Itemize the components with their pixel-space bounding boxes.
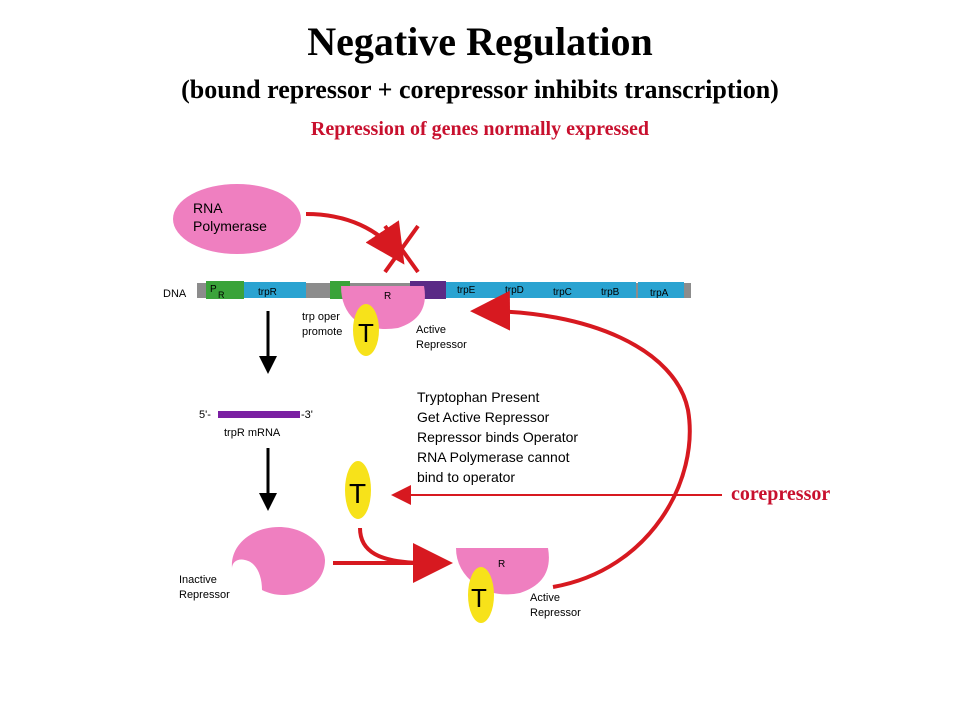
explanation-line-2: Get Active Repressor <box>417 409 550 425</box>
explanation-text: Tryptophan Present Get Active Repressor … <box>417 389 578 485</box>
rna-polymerase-label-1: RNA <box>193 200 223 216</box>
mrna-3-label: -3' <box>301 409 313 421</box>
gene-trpB-label: trpB <box>601 287 620 298</box>
dna-label: DNA <box>163 288 187 300</box>
bottom-tryptophan <box>468 567 494 623</box>
explanation-line-4: RNA Polymerase cannot <box>417 449 570 465</box>
bound-repressor-r-label: R <box>384 291 391 302</box>
gene-trpC-label: trpC <box>553 287 572 298</box>
operator-label-1: trp oper <box>302 311 340 323</box>
rna-polymerase-label-2: Polymerase <box>193 218 267 234</box>
gene-trpD-label: trpD <box>505 285 524 296</box>
gene-trpC <box>542 282 590 298</box>
gene-trpR <box>244 282 306 298</box>
page-subtitle: (bound repressor + corepressor inhibits … <box>181 75 779 104</box>
bottom-tryptophan-t-label: T <box>471 583 487 613</box>
repressor-return-arrow <box>470 290 692 589</box>
explanation-line-1: Tryptophan Present <box>417 389 540 405</box>
gene-trpR-label: trpR <box>258 287 277 298</box>
rna-polymerase: RNA Polymerase <box>173 184 301 254</box>
bound-tryptophan-t-label: T <box>358 318 374 348</box>
blocked-x-icon <box>383 224 420 274</box>
explanation-line-3: Repressor binds Operator <box>417 429 578 445</box>
free-tryptophan: T <box>345 461 371 519</box>
inactive-repressor-label-1: Inactive <box>179 574 217 586</box>
polymerase-binding-arrow <box>305 212 405 265</box>
promoter-r-label: R <box>218 290 225 300</box>
corepressor-label: corepressor <box>731 483 831 505</box>
tryptophan-binding-arrow <box>358 527 421 565</box>
bound-tryptophan <box>353 304 379 356</box>
bottom-active-repressor: R T Active Repressor <box>456 548 581 623</box>
gene-trpB <box>590 282 636 298</box>
tagline: Repression of genes normally expressed <box>310 118 650 140</box>
active-repressor-label-2: Repressor <box>416 339 467 351</box>
gene-trpA <box>638 282 684 298</box>
promoter-p-label: P <box>210 284 217 295</box>
bottom-active-label-1: Active <box>530 592 560 604</box>
bottom-active-label-2: Repressor <box>530 607 581 619</box>
dna-strand: DNA P R trpR trpE trpD trpC trpB trpA <box>163 281 691 300</box>
bound-repressor: R T <box>341 286 425 356</box>
promoter-pr <box>206 281 244 299</box>
explanation-line-5: bind to operator <box>417 469 515 485</box>
inactive-repressor-label-2: Repressor <box>179 589 230 601</box>
mrna-5-label: 5'- <box>199 409 211 421</box>
gene-trpA-label: trpA <box>650 288 669 299</box>
free-tryptophan-t-label: T <box>349 478 366 509</box>
mrna-label: trpR mRNA <box>224 427 281 439</box>
page-title: Negative Regulation <box>307 19 653 64</box>
gene-trpE-label: trpE <box>457 285 476 296</box>
bottom-repressor-r-label: R <box>498 559 505 570</box>
operator-label-2: promote <box>302 326 342 338</box>
trpR-mrna: 5'- -3' trpR mRNA <box>199 409 313 439</box>
inactive-repressor: Inactive Repressor <box>179 527 325 601</box>
active-repressor-label-1: Active <box>416 324 446 336</box>
